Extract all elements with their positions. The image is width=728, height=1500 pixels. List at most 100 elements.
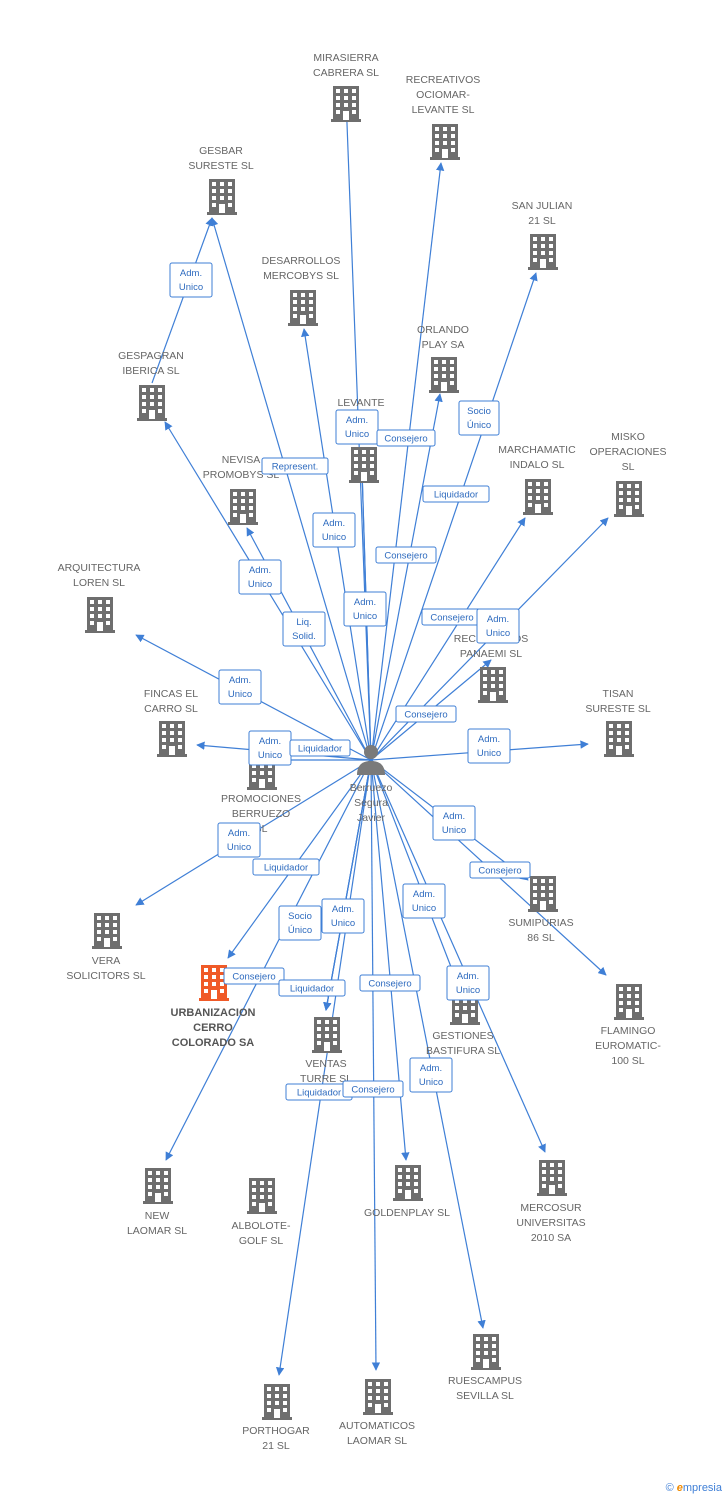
relation-label-r7[interactable]: Adm.Unico [312,512,356,548]
company-node-levante[interactable]: LEVANTE [337,397,385,483]
company-label-line: IBERICA SL [122,365,179,377]
relation-label-r15[interactable]: Consejero [395,705,457,723]
edge-r1 [151,217,214,384]
building-icon [312,1017,342,1053]
relation-label-r27[interactable]: Liquidador [278,979,346,997]
company-label-line: BERRUEZO [232,808,290,820]
relation-label-r31[interactable]: Liquidador [285,1083,353,1101]
relation-label-r19[interactable]: Adm.Unico [432,805,476,841]
building-icon [349,447,379,483]
relation-label-r23[interactable]: Adm.Unico [402,883,446,919]
relation-text: Liquidador [298,744,342,755]
company-label-line: GOLF SL [239,1235,284,1247]
building-icon [228,489,258,525]
relation-label-r26[interactable]: Consejero [223,967,285,985]
relation-label-r20[interactable]: Adm.Unico [217,822,261,858]
relation-label-r17[interactable]: Liquidador [289,739,351,757]
relation-label-r22[interactable]: Consejero [469,861,531,879]
relation-text: Unico [419,1077,443,1088]
relation-label-r3[interactable]: Consejero [376,429,436,447]
relation-label-r16[interactable]: Adm.Unico [248,730,292,766]
relation-text: Adm. [259,736,281,747]
building-icon [478,667,508,703]
company-node-albolote[interactable]: ALBOLOTE-GOLF SL [232,1178,291,1247]
company-label-line: RECREATIVOS [406,74,480,86]
company-label-line: SOLICITORS SL [66,970,145,982]
building-icon [363,1379,393,1415]
relation-label-r5[interactable]: Represent. [261,457,329,475]
relation-text: Consejero [384,551,427,562]
relation-label-r10[interactable]: Adm. Unico [343,591,387,627]
relation-text: Consejero [232,972,275,983]
relation-label-r29[interactable]: Adm.Unico [446,965,490,1001]
company-node-goldenplay[interactable]: GOLDENPLAY SL [364,1165,450,1219]
building-icon [528,876,558,912]
company-node-tisan[interactable]: TISAN SURESTE SL [585,688,651,757]
relation-text: Adm. [487,614,509,625]
relation-text: Unico [179,282,203,293]
relation-label-r13[interactable]: Liq.Solid. [282,611,326,647]
relation-text: Adm. [443,811,465,822]
relation-label-r8[interactable]: Consejero [375,546,437,564]
relation-label-r2[interactable]: Adm.Unico [335,409,379,445]
company-label-line: TURRE SL [300,1073,352,1085]
building-icon [614,481,644,517]
relation-label-r30[interactable]: Adm. Unico [409,1057,453,1093]
relation-label-r6[interactable]: Liquidador [422,485,490,503]
relation-label-r1[interactable]: Adm.Unico [169,262,213,298]
relation-label-r9[interactable]: Adm.Unico [238,559,282,595]
person-label-line: Segura [354,797,388,809]
relation-text: Adm. [354,597,376,608]
relation-label-r11[interactable]: Consejero [421,608,483,626]
company-label-line: GESBAR [199,145,243,157]
relation-text: Unico [353,611,377,622]
footer-brand[interactable]: © empresia [666,1482,722,1494]
relation-label-r32[interactable]: Consejero [342,1080,404,1098]
company-label-line: TISAN [603,688,634,700]
building-icon [143,1168,173,1204]
relation-label-r25[interactable]: Adm.Unico [321,898,365,934]
relation-text: Unico [345,429,369,440]
company-label-line: EUROMATIC- [595,1040,661,1052]
relation-text: Unico [331,918,355,929]
relation-text: Adm. [420,1063,442,1074]
building-icon [92,913,122,949]
company-label-line: SURESTE SL [585,703,651,715]
relation-label-r18[interactable]: Adm.Unico [467,728,511,764]
relation-label-r14[interactable]: Adm.Unico [218,669,262,705]
relation-text: Adm. [413,889,435,900]
relation-label-r21[interactable]: Liquidador [252,858,320,876]
company-label-line: URBANIZACION [171,1007,256,1019]
relation-label-r28[interactable]: Consejero [359,974,421,992]
relation-text: Socio [467,406,491,417]
building-icon [393,1165,423,1201]
relation-text: Socio [288,911,312,922]
relation-label-r12[interactable]: Adm.Unico [476,608,520,644]
